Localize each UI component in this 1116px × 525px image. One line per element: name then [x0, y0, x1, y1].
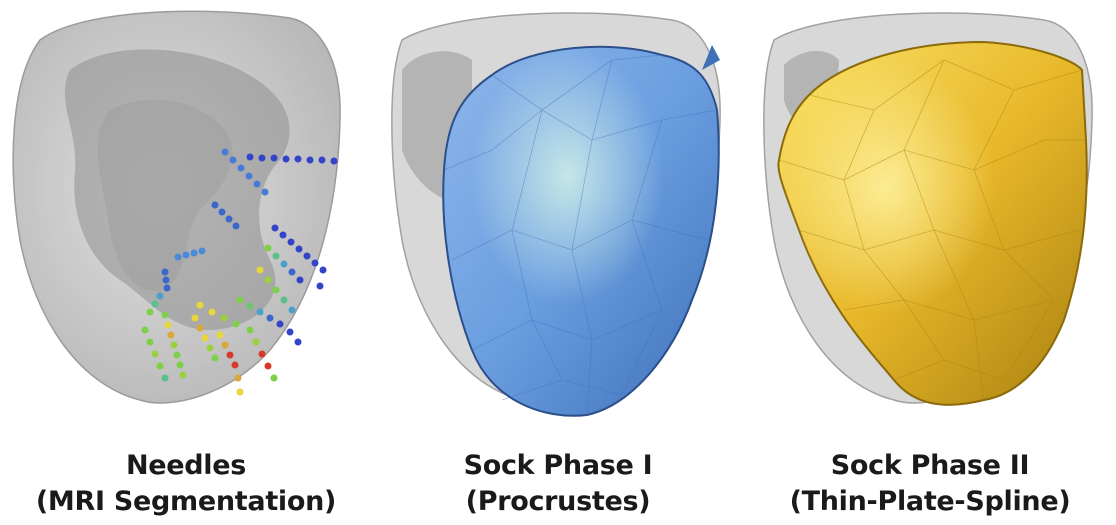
caption-sock-phase-1-subtitle: (Procrustes) — [372, 484, 744, 520]
caption-sock-phase-1: Sock Phase I (Procrustes) — [372, 448, 744, 520]
caption-needles-subtitle: (MRI Segmentation) — [0, 484, 372, 520]
caption-sock-phase-2-subtitle: (Thin-Plate-Spline) — [744, 484, 1116, 520]
panel-needles: Needles (MRI Segmentation) — [0, 0, 372, 525]
caption-sock-phase-2: Sock Phase II (Thin-Plate-Spline) — [744, 448, 1116, 520]
caption-needles-title: Needles — [0, 448, 372, 484]
caption-sock-phase-2-title: Sock Phase II — [744, 448, 1116, 484]
caption-sock-phase-1-title: Sock Phase I — [372, 448, 744, 484]
caption-needles: Needles (MRI Segmentation) — [0, 448, 372, 520]
sock-phase-2-render — [744, 0, 1116, 440]
sock-mesh-highlight — [443, 47, 719, 416]
panel-sock-phase-1: Sock Phase I (Procrustes) — [372, 0, 744, 525]
panel-sock-phase-2: Sock Phase II (Thin-Plate-Spline) — [744, 0, 1116, 525]
sock-phase-1-render — [372, 0, 744, 440]
needles-heart-render — [0, 0, 372, 440]
